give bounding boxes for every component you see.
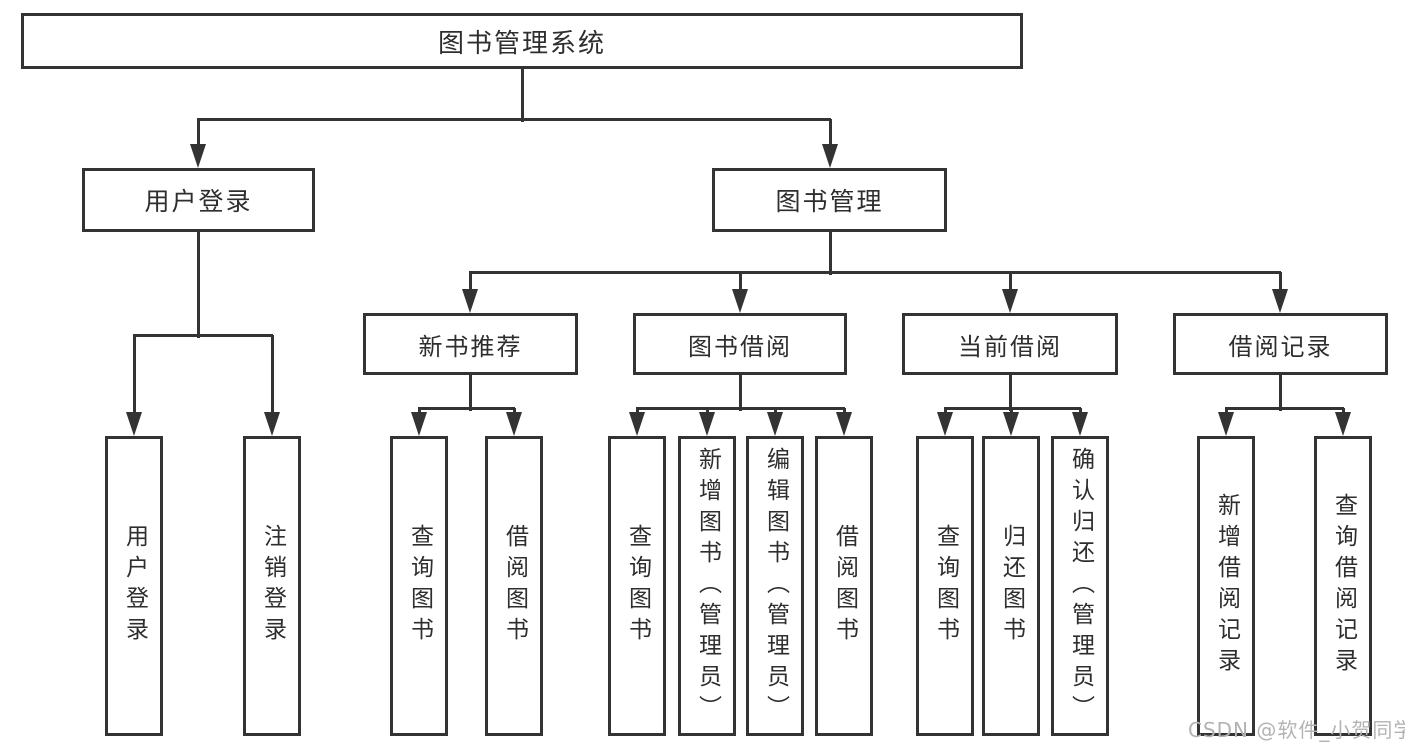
arrowhead-down-icon: [1002, 289, 1018, 313]
node-leaf-query-borrow-record: 查询借阅记录: [1314, 436, 1372, 736]
node-current-borrowing: 当前借阅: [902, 313, 1118, 375]
arrowhead-down-icon: [264, 412, 280, 436]
connector-arrow-stem: [828, 119, 832, 148]
arrowhead-down-icon: [1072, 412, 1088, 436]
node-label-leaf-query-books-rec: 查询图书: [406, 524, 433, 648]
node-leaf-add-books-admin: 新增图书（管理员）: [678, 436, 736, 736]
connector-arrow-stem: [738, 272, 742, 293]
connector-bar: [636, 406, 845, 410]
arrowhead-down-icon: [937, 412, 953, 436]
arrowhead-down-icon: [732, 289, 748, 313]
node-label-book-management: 图书管理: [775, 187, 884, 216]
arrowhead-down-icon: [767, 412, 783, 436]
node-leaf-add-borrow-record: 新增借阅记录: [1197, 436, 1255, 736]
node-leaf-return-books: 归还图书: [982, 436, 1040, 736]
arrowhead-down-icon: [629, 412, 645, 436]
node-leaf-query-books-cur: 查询图书: [916, 436, 974, 736]
connector-arrow-stem: [1278, 272, 1282, 293]
node-label-leaf-user-login: 用户登录: [121, 524, 148, 648]
node-label-user-login: 用户登录: [144, 187, 253, 216]
node-label-leaf-logout: 注销登录: [259, 524, 286, 648]
connector-bar: [1225, 406, 1344, 410]
node-label-book-borrowing: 图书借阅: [688, 332, 792, 361]
node-label-new-book-recommend: 新书推荐: [418, 332, 523, 361]
arrowhead-down-icon: [1003, 412, 1019, 436]
node-label-leaf-add-books-admin: 新增图书（管理员）: [694, 446, 721, 726]
node-leaf-user-login: 用户登录: [105, 436, 163, 736]
node-label-leaf-confirm-return: 确认归还（管理员）: [1067, 446, 1094, 726]
connector-arrow-stem: [132, 335, 136, 416]
connector-stem: [1008, 375, 1012, 411]
node-label-leaf-borrow-books-rec: 借阅图书: [501, 524, 528, 648]
node-new-book-recommend: 新书推荐: [363, 313, 578, 375]
arrowhead-down-icon: [190, 144, 206, 168]
connector-stem: [1278, 375, 1282, 411]
node-leaf-borrow-books-rec: 借阅图书: [485, 436, 543, 736]
node-leaf-query-books-rec: 查询图书: [390, 436, 448, 736]
connector-bar: [133, 333, 273, 337]
node-borrowing-records: 借阅记录: [1173, 313, 1388, 375]
arrowhead-down-icon: [836, 412, 852, 436]
node-label-leaf-query-borrow-record: 查询借阅记录: [1330, 493, 1357, 679]
arrowhead-down-icon: [126, 412, 142, 436]
connector-stem: [738, 375, 742, 411]
arrowhead-down-icon: [1335, 412, 1351, 436]
node-book-management: 图书管理: [712, 168, 947, 232]
arrowhead-down-icon: [462, 289, 478, 313]
connector-stem: [828, 232, 832, 275]
connector-arrow-stem: [468, 272, 472, 293]
node-label-leaf-edit-books-admin: 编辑图书（管理员）: [762, 446, 789, 726]
connector-stem: [196, 232, 200, 338]
node-label-leaf-borrow-books-bor: 借阅图书: [831, 524, 858, 648]
node-leaf-logout: 注销登录: [243, 436, 301, 736]
connector-arrow-stem: [270, 335, 274, 416]
node-label-borrowing-records: 借阅记录: [1228, 332, 1333, 361]
connector-bar: [944, 406, 1081, 410]
node-label-leaf-return-books: 归还图书: [998, 524, 1025, 648]
node-leaf-confirm-return: 确认归还（管理员）: [1051, 436, 1109, 736]
arrowhead-down-icon: [506, 412, 522, 436]
node-label-leaf-query-books-bor: 查询图书: [624, 524, 651, 648]
arrowhead-down-icon: [1218, 412, 1234, 436]
node-label-root-system: 图书管理系统: [437, 28, 606, 59]
arrowhead-down-icon: [822, 144, 838, 168]
node-label-leaf-query-books-cur: 查询图书: [932, 524, 959, 648]
csdn-watermark: CSDN @软件_小贺同学: [1188, 718, 1405, 742]
arrowhead-down-icon: [1272, 289, 1288, 313]
node-label-leaf-add-borrow-record: 新增借阅记录: [1213, 493, 1240, 679]
connector-stem: [520, 69, 524, 122]
node-user-login: 用户登录: [82, 168, 315, 232]
connector-arrow-stem: [1008, 272, 1012, 293]
node-leaf-query-books-bor: 查询图书: [608, 436, 666, 736]
node-leaf-borrow-books-bor: 借阅图书: [815, 436, 873, 736]
connector-stem: [468, 375, 472, 411]
connector-arrow-stem: [196, 119, 200, 148]
connector-bar: [469, 270, 1281, 274]
node-book-borrowing: 图书借阅: [633, 313, 847, 375]
connector-bar: [418, 406, 515, 410]
node-leaf-edit-books-admin: 编辑图书（管理员）: [746, 436, 804, 736]
arrowhead-down-icon: [411, 412, 427, 436]
node-root-system: 图书管理系统: [21, 13, 1023, 69]
node-label-current-borrowing: 当前借阅: [958, 332, 1062, 361]
connector-bar: [197, 117, 831, 121]
arrowhead-down-icon: [699, 412, 715, 436]
